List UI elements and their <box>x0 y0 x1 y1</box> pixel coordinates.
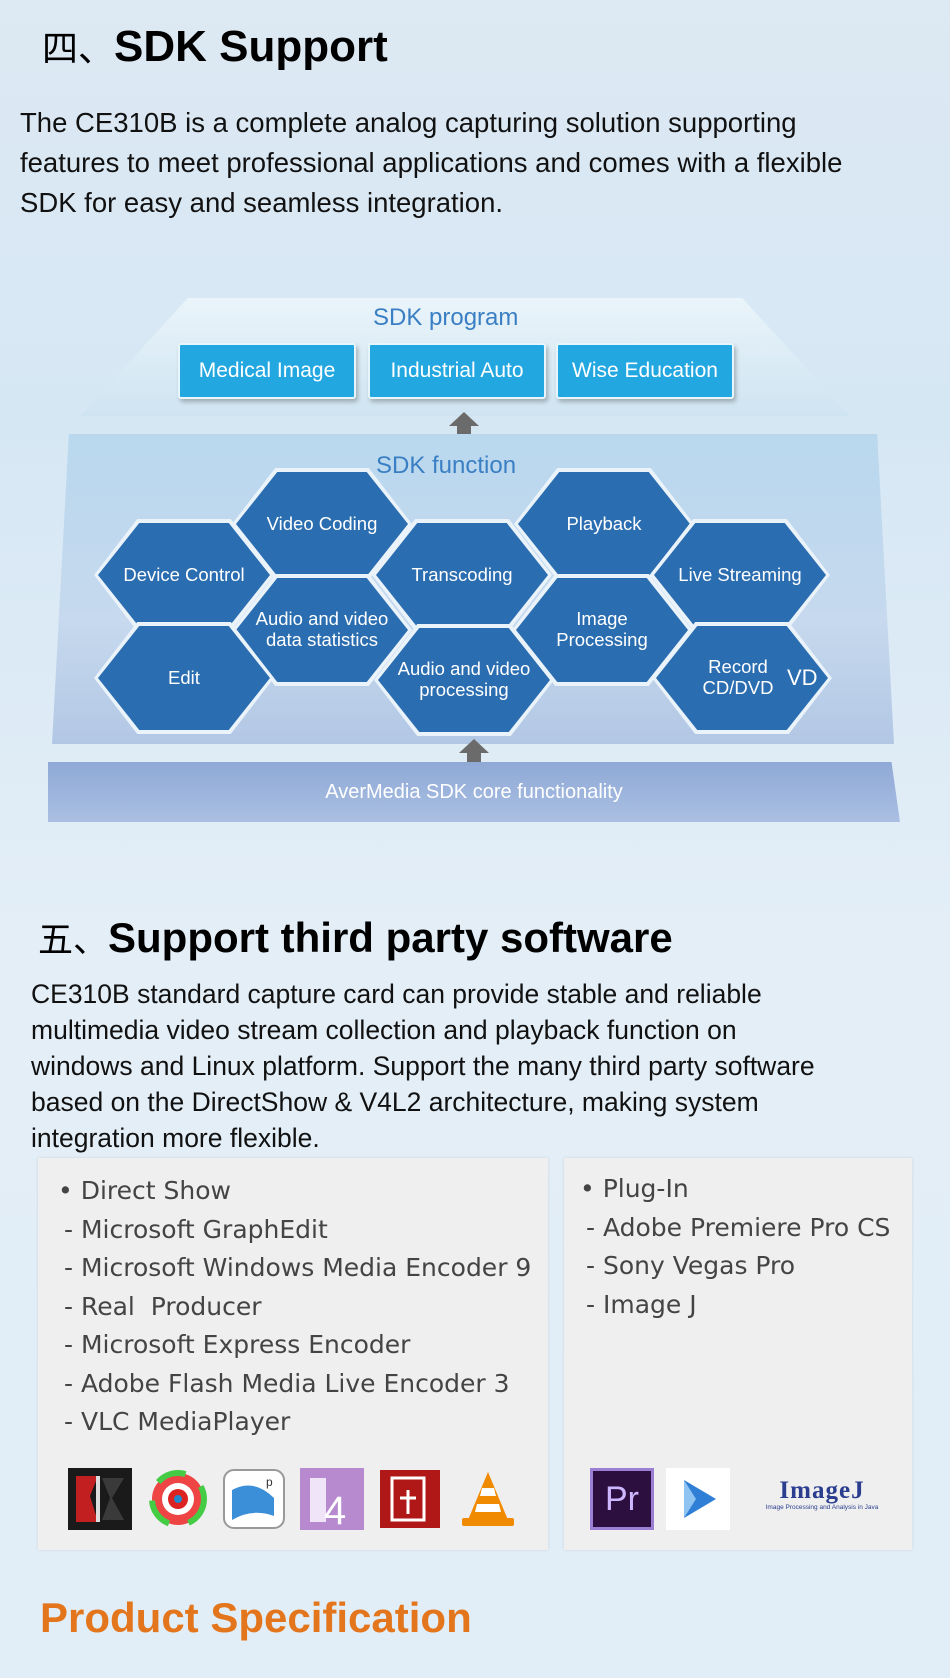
section4-line: features to meet professional applicatio… <box>20 147 843 178</box>
hex-edit: Edit <box>94 622 274 734</box>
section5-line: CE310B standard capture card can provide… <box>31 979 762 1009</box>
section5-number: 五、 <box>38 921 109 961</box>
hex-label: Device Control <box>98 523 270 627</box>
hex-line: Processing <box>556 629 648 650</box>
real-producer-logo-icon <box>149 1470 207 1528</box>
hex-label: Transcoding <box>376 523 548 627</box>
section5-title-text: Support third party software <box>108 914 673 961</box>
program-medical-image: Medical Image <box>178 343 356 399</box>
hex-line: Audio and video <box>255 608 389 630</box>
section4-line: SDK for easy and seamless integration. <box>20 187 504 218</box>
section5-line: windows and Linux platform. Support the … <box>31 1051 815 1081</box>
hex-line: Record <box>708 656 768 678</box>
windows-media-encoder-logo-icon: p <box>223 1469 285 1529</box>
hex-line: processing <box>419 679 509 700</box>
hex-live-streaming: Live Streaming <box>650 519 830 631</box>
section4-title: 四、SDK Support <box>42 20 388 72</box>
premiere-logo-text: Pr <box>605 1479 639 1518</box>
up-arrow-icon <box>449 412 479 440</box>
list-item: - Sony Vegas Pro <box>586 1251 796 1280</box>
hex-label: Edit <box>98 626 270 730</box>
product-specification-title: Product Specification <box>40 1594 472 1641</box>
up-arrow-icon <box>459 739 489 767</box>
hex-video-coding: Video Coding <box>232 468 412 580</box>
hex-line: data statistics <box>265 629 379 650</box>
vlc-logo-icon <box>462 1472 514 1526</box>
svg-text:4: 4 <box>324 1489 346 1530</box>
section4-number: 四、 <box>42 29 115 70</box>
list-item: - Microsoft Windows Media Encoder 9 <box>64 1253 532 1282</box>
directshow-list: • Direct Show - Microsoft GraphEdit - Mi… <box>58 1172 531 1442</box>
imagej-logo-text: ImageJ <box>779 1477 865 1504</box>
list-item: - VLC MediaPlayer <box>64 1407 291 1436</box>
hex-device-control: Device Control <box>94 519 274 631</box>
hex-line: CD/DVD <box>702 677 774 698</box>
plugin-heading: • Plug-In <box>580 1174 689 1203</box>
hex-line: Image <box>576 608 628 630</box>
program-wise-education: Wise Education <box>556 343 734 399</box>
section5-line: based on the DirectShow & V4L2 architect… <box>31 1087 759 1117</box>
hex-label: Playback <box>518 472 690 576</box>
section4-paragraph: The CE310B is a complete analog capturin… <box>20 103 842 223</box>
section5-title: 五、Support third party software <box>38 912 673 963</box>
sdk-core-layer <box>48 762 900 822</box>
sdk-function-label: SDK function <box>376 452 517 479</box>
program-industrial-auto: Industrial Auto <box>368 343 546 399</box>
flash-media-encoder-logo-icon <box>380 1470 440 1528</box>
section5-paragraph: CE310B standard capture card can provide… <box>31 976 815 1156</box>
sdk-core-label: AverMedia SDK core functionality <box>325 781 623 803</box>
list-item: - Image J <box>586 1289 697 1319</box>
list-item: - Adobe Flash Media Live Encoder 3 <box>64 1368 510 1398</box>
section5-line: integration more flexible. <box>31 1123 320 1153</box>
svg-text:p: p <box>266 1475 273 1489</box>
list-item: - Microsoft Express Encoder <box>64 1330 411 1359</box>
hex-transcoding: Transcoding <box>372 519 552 631</box>
section4-line: The CE310B is a complete analog capturin… <box>20 107 797 138</box>
hex-line: Audio and video <box>397 658 531 680</box>
expression-encoder-logo-icon: 4 <box>300 1468 364 1530</box>
sdk-program-label: SDK program <box>373 304 519 331</box>
section4-title-text: SDK Support <box>114 22 388 71</box>
list-item: - Real Producer <box>64 1291 262 1321</box>
imagej-logo: ImageJ Image Processing and Analysis in … <box>742 1478 902 1518</box>
hex-label: Live Streaming <box>654 523 826 627</box>
list-item: - Microsoft GraphEdit <box>64 1214 328 1244</box>
imagej-logo-subtext: Image Processing and Analysis in Java <box>765 1504 879 1511</box>
section5-line: multimedia video stream collection and p… <box>31 1015 737 1045</box>
list-item: - Adobe Premiere Pro CS <box>586 1212 891 1242</box>
premiere-logo-icon: Pr <box>590 1468 654 1530</box>
hex-overflow-text: VD <box>787 665 818 690</box>
hex-label: Video Coding <box>236 472 408 576</box>
directshow-heading: • Direct Show <box>58 1176 231 1205</box>
vegas-logo-icon <box>666 1468 730 1530</box>
graphedit-logo-icon <box>68 1468 132 1530</box>
plugin-list: • Plug-In - Adobe Premiere Pro CS - Sony… <box>580 1170 890 1324</box>
